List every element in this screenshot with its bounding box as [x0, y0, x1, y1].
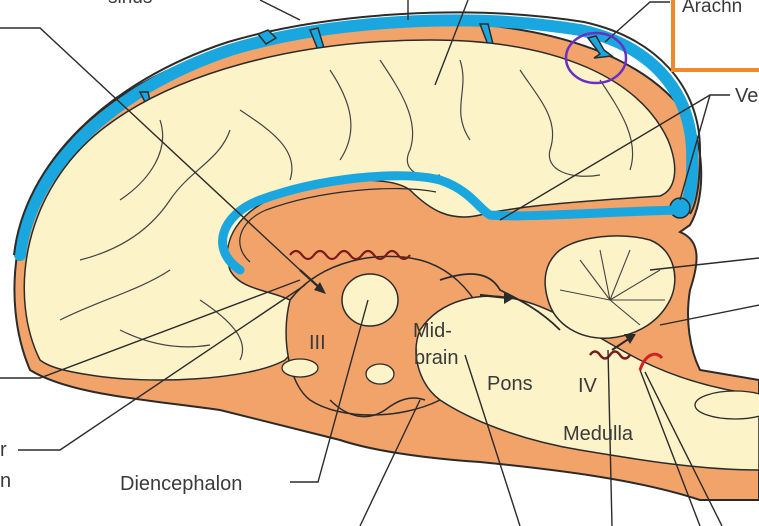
csf-flow-arrow-2	[479, 293, 509, 300]
csf-flow-arrowhead-3	[624, 334, 636, 344]
label-third-ventricle: III	[309, 332, 326, 354]
csf-flow-arrowhead-2	[504, 292, 514, 304]
csf-flow-arrow-3	[611, 337, 631, 351]
label-sinus: sinus	[108, 0, 152, 8]
cerebellum	[544, 235, 676, 339]
choroid-plexus-fourth	[589, 350, 631, 360]
spinal-cord-end	[694, 390, 759, 420]
subarachnoid-csf-arc	[14, 14, 699, 261]
label-left-fragment-n: n	[0, 470, 11, 492]
pituitary-stalk	[329, 397, 426, 418]
label-midbrain-1: Mid-	[413, 320, 452, 342]
label-ventricle: Ve	[735, 85, 758, 107]
csf-flow-arrowhead-1	[314, 282, 326, 294]
label-fourth-ventricle: IV	[578, 375, 598, 397]
pituitary-upper	[281, 358, 319, 378]
label-midbrain-2: brain	[414, 347, 458, 369]
label-pons: Pons	[487, 373, 533, 395]
label-diencephalon: Diencephalon	[120, 473, 242, 495]
lateral-ventricle-inner	[239, 187, 437, 263]
cerebral-aqueduct	[439, 273, 561, 331]
dura-outline	[13, 11, 702, 256]
label-medulla: Medulla	[563, 423, 634, 445]
label-arachnoid: Arachn	[682, 0, 742, 17]
label-left-fragment-r: r	[0, 439, 7, 461]
choroid-plexus-third	[289, 249, 411, 261]
choroid-red-vessel	[638, 352, 664, 371]
arbor-vitae	[559, 249, 665, 326]
highlight-circle	[564, 31, 628, 85]
arachnoid-label-box	[671, 0, 759, 72]
mammillary-body	[365, 363, 395, 385]
lateral-ventricle	[218, 171, 685, 275]
thalamus	[341, 273, 399, 327]
